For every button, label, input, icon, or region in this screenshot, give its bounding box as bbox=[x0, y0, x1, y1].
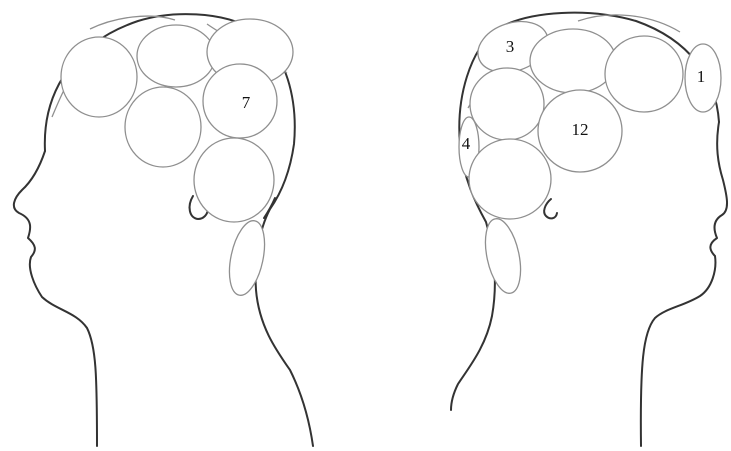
right-head-regions: 1 3 4 12 bbox=[459, 13, 721, 296]
right-region-12-label: 12 bbox=[572, 120, 589, 139]
right-region-4-label: 4 bbox=[462, 134, 471, 153]
left-region-middle bbox=[125, 87, 201, 167]
right-region-3-label: 3 bbox=[506, 37, 515, 56]
right-head: 1 3 4 12 bbox=[451, 13, 727, 446]
left-region-neck bbox=[223, 218, 270, 299]
right-region-rear-upper bbox=[470, 68, 544, 140]
left-head: 7 bbox=[14, 14, 313, 446]
right-region-1-label: 1 bbox=[697, 67, 706, 86]
left-region-7-label: 7 bbox=[242, 93, 251, 112]
right-face-profile bbox=[641, 122, 727, 446]
left-head-regions: 7 bbox=[52, 16, 293, 298]
right-region-top bbox=[530, 29, 616, 93]
right-ear bbox=[544, 199, 557, 218]
right-region-front-upper bbox=[605, 36, 683, 112]
left-region-7 bbox=[203, 64, 277, 138]
left-region-top bbox=[137, 25, 215, 87]
left-region-front-upper bbox=[61, 37, 137, 117]
right-crown-band-region bbox=[578, 15, 680, 32]
left-face-profile bbox=[14, 151, 97, 446]
left-region-lower bbox=[194, 138, 274, 222]
right-region-lower bbox=[469, 139, 551, 219]
